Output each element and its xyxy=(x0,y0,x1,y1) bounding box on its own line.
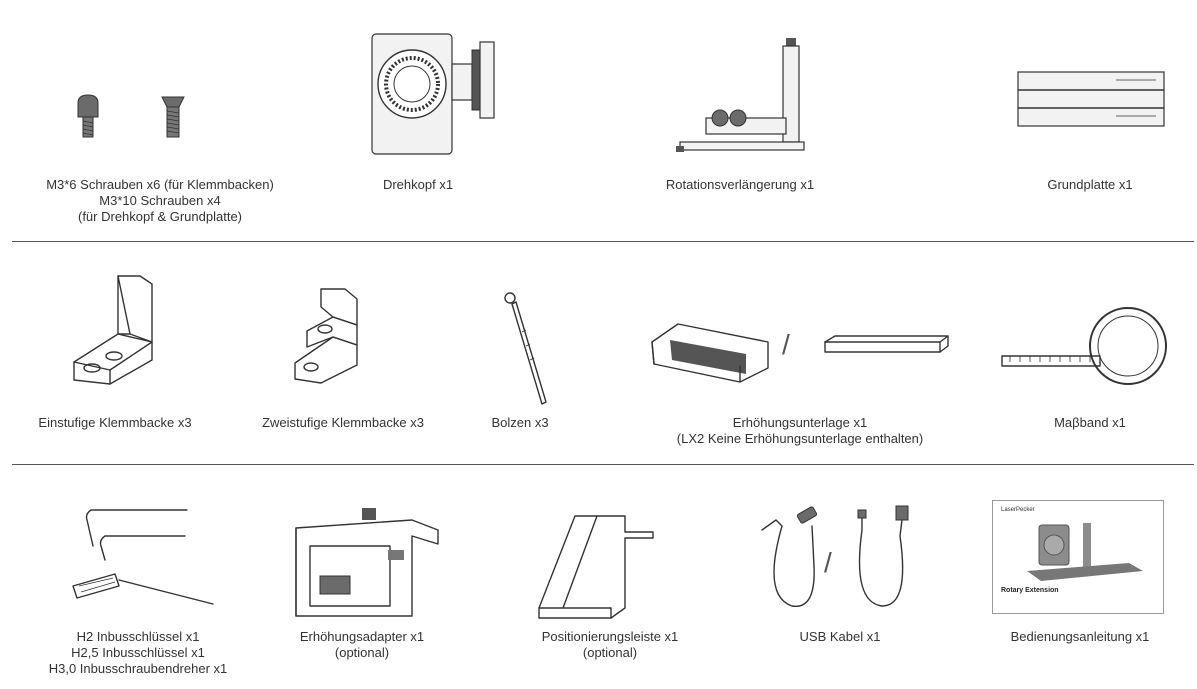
rotary-head-caption: Drehkopf x1 xyxy=(382,177,454,192)
two-step-clamp-illustration xyxy=(293,285,363,385)
hex-keys-illustration xyxy=(65,508,215,613)
rotary-head-illustration xyxy=(368,22,508,157)
riser-pad-separator: / xyxy=(782,329,790,360)
rotary-extension-illustration xyxy=(676,38,806,158)
manual-caption: Bedienungsanleitung x1 xyxy=(1010,629,1150,644)
single-step-clamp-illustration xyxy=(70,272,160,387)
tape-measure-caption: Maβband x1 xyxy=(1054,415,1126,430)
single-step-clamp-icon xyxy=(73,275,153,385)
positioning-bar-illustration xyxy=(535,512,675,622)
bolt-illustration xyxy=(500,292,550,412)
riser-adapter-icon xyxy=(295,508,439,617)
riser-pad-illustration xyxy=(650,320,950,390)
row-divider-1 xyxy=(12,241,1194,242)
riser-adapter-caption: Erhöhungsadapter x1 (optional) xyxy=(299,629,425,660)
usb-cable-illustration xyxy=(752,505,932,616)
base-plate-caption: Grundplatte x1 xyxy=(1047,177,1133,192)
rotary-extension-caption: Rotationsverlängerung x1 xyxy=(665,177,815,192)
row-divider-2 xyxy=(12,464,1194,465)
usb-cable-separator: / xyxy=(824,547,832,578)
positioning-bar-icon xyxy=(538,515,654,619)
screw-icon xyxy=(77,94,185,138)
two-step-clamp-caption: Zweistufige Klemmbacke x3 xyxy=(262,415,424,430)
manual-device-icon xyxy=(1027,523,1143,581)
riser-adapter-illustration xyxy=(292,508,442,618)
manual-brand: LaserPecker xyxy=(1001,507,1035,513)
riser-pad-icon xyxy=(651,323,949,383)
manual-illustration: LaserPecker Rotary Extension xyxy=(992,500,1164,614)
bolt-caption: Bolzen x3 xyxy=(491,415,549,430)
hex-keys-caption: H2 Inbusschlüssel x1 H2,5 Inbusschlüssel… xyxy=(48,629,228,676)
single-step-clamp-caption: Einstufige Klemmbacke x3 xyxy=(38,415,192,430)
hex-key-icon xyxy=(72,509,214,605)
manual-icon: LaserPecker Rotary Extension xyxy=(992,500,1164,614)
positioning-bar-caption: Positionierungsleiste x1 (optional) xyxy=(541,629,679,660)
tape-measure-illustration xyxy=(1000,300,1180,390)
screws-caption: M3*6 Schrauben x6 (für Klemmbacken) M3*1… xyxy=(46,177,274,224)
usb-cable-icon xyxy=(761,505,909,607)
riser-pad-caption: Erhöhungsunterlage x1 (LX2 Keine Erhöhun… xyxy=(676,415,924,446)
screws-illustration xyxy=(70,94,200,155)
base-plate-illustration xyxy=(1016,70,1166,130)
tape-measure-icon xyxy=(1001,307,1167,385)
rotary-head-icon xyxy=(371,33,495,155)
bolt-icon xyxy=(504,292,547,405)
base-plate-icon xyxy=(1017,71,1165,127)
usb-cable-caption: USB Kabel x1 xyxy=(799,629,881,644)
manual-title: Rotary Extension xyxy=(1001,587,1059,594)
rotary-extension-icon xyxy=(676,38,805,152)
two-step-clamp-icon xyxy=(294,288,358,384)
